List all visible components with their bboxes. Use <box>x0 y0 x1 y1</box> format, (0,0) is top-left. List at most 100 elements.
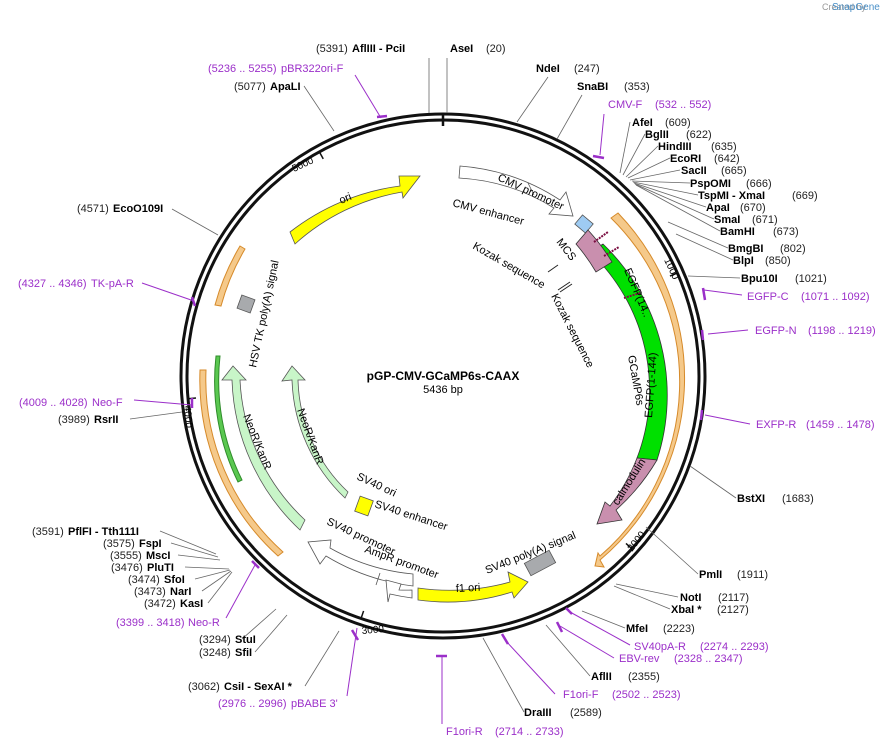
ampr-promoter-arrow[interactable] <box>385 579 413 603</box>
orange-arc-left-lower[interactable] <box>199 369 284 557</box>
site-pos-apali: (5077) <box>234 81 266 93</box>
site-name-xbai: XbaI * <box>671 604 702 616</box>
site-labels: (5391) AflIII - PciI AseI (20) NdeI (247… <box>32 43 827 719</box>
site-pos-mfei: (2223) <box>663 623 695 635</box>
primer-name-neo-r: Neo-R <box>188 617 220 629</box>
site-name-afei: AfeI <box>632 117 653 129</box>
plasmid-size: 5436 bp <box>423 384 463 396</box>
site-pos-pmli: (1911) <box>737 569 768 581</box>
tick-mark-3000 <box>360 610 365 619</box>
site-name-pluti: PluTI <box>147 562 174 574</box>
site-pos-sacii: (665) <box>721 165 747 177</box>
site-pos-pflfi: (3591) <box>32 526 64 538</box>
site-name-ecori: EcoRI <box>670 153 701 165</box>
feature-label-hsv-tk-polya: HSV TK poly(A) signal <box>247 259 281 368</box>
primer-pos-tk-pa-r: (4327 .. 4346) <box>18 278 87 290</box>
primer-pos-ebv-rev: (2328 .. 2347) <box>674 653 743 665</box>
cmv-enhancer-arrow[interactable] <box>458 165 574 217</box>
tick-label-3000: 3000 <box>361 624 385 637</box>
f1-ori-arrow[interactable] <box>417 571 529 603</box>
site-pos-noti: (2117) <box>718 592 749 604</box>
site-pos-apai: (670) <box>740 202 766 214</box>
site-pos-csii: (3062) <box>188 681 220 693</box>
feature-label-sv40-enhancer: SV40 enhancer <box>373 498 449 533</box>
sv40-polya-box[interactable] <box>523 549 557 577</box>
feature-label-gcamp6s: GCaMP6s <box>625 354 646 407</box>
site-name-aflIII-pciI: AflIII - PciI <box>352 43 405 55</box>
primer-name-pbabe3: pBABE 3' <box>291 698 338 710</box>
feature-layer <box>199 165 685 603</box>
site-name-stui: StuI <box>235 634 256 646</box>
site-pos-nari: (3473) <box>134 586 166 598</box>
site-pos-afei: (609) <box>665 117 691 129</box>
mcs-box[interactable] <box>574 214 594 234</box>
primer-name-egfp-n: EGFP-N <box>755 325 797 337</box>
site-pos-sfii: (3248) <box>199 647 231 659</box>
site-name-noti: NotI <box>680 592 701 604</box>
site-name-ndei: NdeI <box>536 63 560 75</box>
primer-name-egfp-c: EGFP-C <box>747 291 789 303</box>
primer-pos-pbr322ori-f: (5236 .. 5255) <box>208 63 277 75</box>
site-pos-msci: (3555) <box>110 550 142 562</box>
orange-arc-left-upper[interactable] <box>214 245 246 307</box>
neo-green-outline-arc[interactable] <box>214 355 243 483</box>
site-pos-smai: (671) <box>752 214 778 226</box>
site-pos-kasi: (3472) <box>144 598 176 610</box>
site-name-rsrii: RsrII <box>94 414 118 426</box>
primer-pos-f1ori-f: (2502 .. 2523) <box>612 689 681 701</box>
primer-pos-pbabe3: (2976 .. 2996) <box>218 698 287 710</box>
site-pos-pspomi: (666) <box>746 178 772 190</box>
site-name-mfei: MfeI <box>626 623 648 635</box>
ori-arrow[interactable] <box>289 175 421 245</box>
snapgene-brand: SnapGene <box>832 2 880 13</box>
site-name-apali: ApaLI <box>270 81 301 93</box>
primer-pos-egfp-c: (1071 .. 1092) <box>801 291 870 303</box>
feature-label-ori: ori <box>337 191 353 207</box>
site-pos-ndei: (247) <box>574 63 600 75</box>
primer-name-f1ori-r: F1ori-R <box>446 726 483 738</box>
site-pos-rsrii: (3989) <box>58 414 90 426</box>
site-name-snabi: SnaBI <box>577 81 608 93</box>
site-pos-aflii: (2355) <box>628 671 660 683</box>
site-name-bglii: BglII <box>645 129 669 141</box>
site-name-ecoo109i: EcoO109I <box>113 203 163 215</box>
site-name-blpi: BlpI <box>733 255 754 267</box>
feature-label-sv40-ori: SV40 ori <box>355 471 398 500</box>
site-name-sfoi: SfoI <box>164 574 185 586</box>
site-pos-draiii: (2589) <box>570 707 602 719</box>
primer-name-ebv-rev: EBV-rev <box>619 653 660 665</box>
feature-label-kozak-2: Kozak sequence <box>548 292 596 370</box>
sv40-ori-box[interactable] <box>354 495 374 517</box>
site-pos-sfoi: (3474) <box>128 574 160 586</box>
site-name-bstxi: BstXI <box>737 493 765 505</box>
neor-kanr-outer-arrow[interactable] <box>221 365 306 531</box>
site-name-nari: NarI <box>170 586 191 598</box>
primer-pos-exfp-r: (1459 .. 1478) <box>806 419 875 431</box>
calmodulin-arrow[interactable] <box>596 457 658 525</box>
primer-name-cmv-f: CMV-F <box>608 99 643 111</box>
tick-label-4000: 4000 <box>181 405 194 429</box>
site-name-aflii: AflII <box>591 671 612 683</box>
site-name-asei: AseI <box>450 43 473 55</box>
primer-pos-sv40pa-r: (2274 .. 2293) <box>700 641 769 653</box>
created-by-label: Created by <box>822 2 867 12</box>
tick-label-5000: 5000 <box>291 155 316 175</box>
site-name-fspi: FspI <box>139 538 162 550</box>
neor-kanr-inner-arrow[interactable] <box>281 365 349 499</box>
site-pos-aflIII: (5391) <box>316 43 348 55</box>
site-pos-bmgbi: (802) <box>780 243 806 255</box>
primer-labels: CMV-F (532 .. 552) EGFP-C (1071 .. 1092)… <box>18 63 876 738</box>
site-name-tspmi-xmai: TspMI - XmaI <box>698 190 765 202</box>
site-pos-bglii: (622) <box>686 129 712 141</box>
site-name-smai: SmaI <box>714 214 740 226</box>
site-name-pspomi: PspOMI <box>690 178 731 190</box>
hsv-tk-polya-box[interactable] <box>236 294 256 314</box>
site-name-apai: ApaI <box>706 202 730 214</box>
primer-pos-f1ori-r: (2714 .. 2733) <box>495 726 564 738</box>
site-pos-ecori: (642) <box>714 153 740 165</box>
site-pos-snabi: (353) <box>624 81 650 93</box>
site-pos-bstxi: (1683) <box>782 493 814 505</box>
gcamp6s-arc[interactable] <box>594 212 685 568</box>
sv40-promoter-arrow[interactable] <box>307 539 414 587</box>
